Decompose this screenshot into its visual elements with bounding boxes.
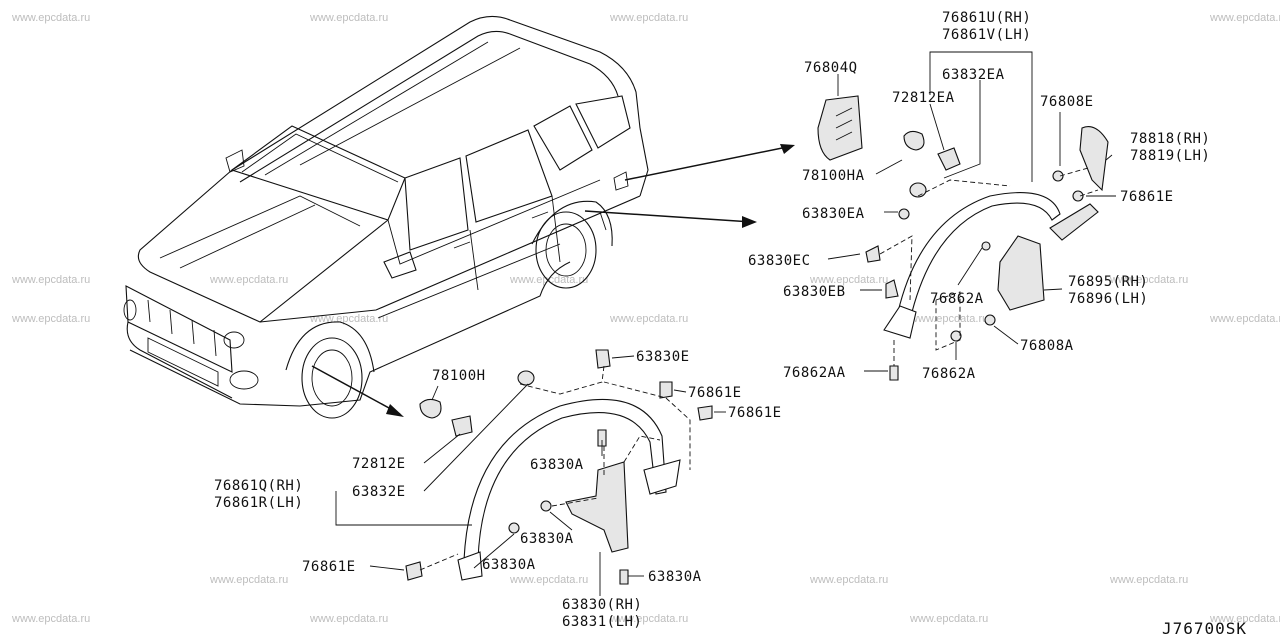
moulding-bracket bbox=[883, 305, 917, 339]
front-fender-assembly bbox=[405, 349, 713, 585]
part-label: 76861E bbox=[728, 405, 782, 421]
part-label: 76895(RH) bbox=[1068, 274, 1148, 290]
screw-fastener bbox=[508, 522, 520, 534]
watermark-text: www.epcdata.ru bbox=[1209, 613, 1280, 625]
part-labels: 76861U(RH) 76861V(LH) 63832EA 76804Q 728… bbox=[214, 10, 1210, 630]
clip-part bbox=[451, 415, 473, 437]
screw-fastener bbox=[889, 365, 899, 381]
seal-part bbox=[909, 182, 927, 198]
part-label: 76861V(LH) bbox=[942, 27, 1031, 43]
screw-fastener bbox=[981, 241, 991, 251]
grommet-part bbox=[419, 398, 442, 419]
watermark-text: www.epcdata.ru bbox=[309, 12, 388, 24]
leader-lines bbox=[335, 51, 1116, 596]
part-label: 63830A bbox=[520, 531, 574, 547]
watermark-text: www.epcdata.ru bbox=[209, 574, 288, 586]
part-label: 63830A bbox=[530, 457, 584, 473]
pointer-arrows bbox=[311, 144, 795, 417]
watermark-text: www.epcdata.ru bbox=[509, 574, 588, 586]
part-label: 76861E bbox=[302, 559, 356, 575]
watermark-text: www.epcdata.ru bbox=[809, 574, 888, 586]
diagram-code: J76700SK bbox=[1162, 619, 1247, 638]
wheel-arch-moulding bbox=[463, 399, 667, 561]
moulding-bracket bbox=[643, 459, 681, 495]
watermark-text: www.epcdata.ru bbox=[609, 12, 688, 24]
watermark-text: www.epcdata.ru bbox=[1109, 574, 1188, 586]
rear-bracket-part bbox=[1049, 203, 1099, 241]
clip-fastener bbox=[898, 208, 910, 220]
part-label: 76861U(RH) bbox=[942, 10, 1031, 26]
clip-fastener bbox=[697, 405, 713, 421]
part-label: 78818(RH) bbox=[1130, 131, 1210, 147]
vent-grille-part bbox=[817, 95, 863, 161]
part-label: 63832E bbox=[352, 484, 406, 500]
part-label: 76862A bbox=[922, 366, 976, 382]
part-label: 76862A bbox=[930, 291, 984, 307]
part-label: 76862AA bbox=[783, 365, 846, 381]
watermark-text: www.epcdata.ru bbox=[1209, 313, 1280, 325]
part-label: 63831(LH) bbox=[562, 614, 642, 630]
watermark-text: www.epcdata.ru bbox=[809, 274, 888, 286]
part-label: 63830EA bbox=[802, 206, 865, 222]
watermark-text: www.epcdata.ru bbox=[309, 313, 388, 325]
watermark-text: www.epcdata.ru bbox=[11, 613, 90, 625]
watermark-text: www.epcdata.ru bbox=[609, 613, 688, 625]
rear-fender-assembly bbox=[817, 95, 1109, 381]
watermark-text: www.epcdata.ru bbox=[509, 274, 588, 286]
part-label: 63830(RH) bbox=[562, 597, 642, 613]
part-label: 72812EA bbox=[892, 90, 955, 106]
part-label: 76808A bbox=[1020, 338, 1074, 354]
moulding-bracket bbox=[457, 551, 483, 581]
part-label: 76861R(LH) bbox=[214, 495, 303, 511]
screw-fastener bbox=[540, 500, 552, 512]
part-label: 63830EC bbox=[748, 253, 811, 269]
watermark-text: www.epcdata.ru bbox=[11, 12, 90, 24]
clip-fastener bbox=[405, 561, 423, 581]
part-label: 63830E bbox=[636, 349, 690, 365]
watermark-text: www.epcdata.ru bbox=[609, 313, 688, 325]
watermark-text: www.epcdata.ru bbox=[1209, 12, 1280, 24]
part-label: 76861Q(RH) bbox=[214, 478, 303, 494]
clip-fastener bbox=[865, 245, 881, 263]
watermarks: www.epcdata.ru www.epcdata.ru www.epcdat… bbox=[11, 12, 1280, 625]
clip-fastener bbox=[659, 381, 673, 399]
bracket-part bbox=[1079, 126, 1109, 192]
part-label: 72812E bbox=[352, 456, 406, 472]
part-label: 76896(LH) bbox=[1068, 291, 1148, 307]
clip-fastener bbox=[595, 349, 611, 369]
part-label: 76808E bbox=[1040, 94, 1094, 110]
clip-fastener bbox=[885, 279, 899, 299]
screw-fastener bbox=[597, 429, 607, 447]
part-label: 76861E bbox=[1120, 189, 1174, 205]
part-label: 63830A bbox=[482, 557, 536, 573]
part-label: 63830EB bbox=[783, 284, 846, 300]
watermark-text: www.epcdata.ru bbox=[11, 313, 90, 325]
screw-fastener bbox=[950, 330, 962, 342]
watermark-text: www.epcdata.ru bbox=[209, 274, 288, 286]
screw-fastener bbox=[619, 569, 629, 585]
part-label: 63830A bbox=[648, 569, 702, 585]
part-label: 76804Q bbox=[804, 60, 858, 76]
clip-part bbox=[937, 147, 961, 171]
watermark-text: www.epcdata.ru bbox=[909, 613, 988, 625]
wheel-arch-moulding bbox=[897, 192, 1061, 313]
seal-part bbox=[517, 370, 535, 386]
part-label: 76861E bbox=[688, 385, 742, 401]
watermark-text: www.epcdata.ru bbox=[909, 313, 988, 325]
part-label: 63832EA bbox=[942, 67, 1005, 83]
clip-fastener bbox=[1072, 190, 1084, 202]
watermark-text: www.epcdata.ru bbox=[309, 613, 388, 625]
clip-fastener bbox=[1052, 170, 1064, 182]
watermark-text: www.epcdata.ru bbox=[11, 274, 90, 286]
mudguard-part bbox=[565, 461, 629, 553]
mudguard-part bbox=[997, 235, 1045, 311]
part-label: 78819(LH) bbox=[1130, 148, 1210, 164]
suv-vehicle-drawing bbox=[123, 15, 649, 419]
watermark-text: www.epcdata.ru bbox=[1109, 274, 1188, 286]
part-label: 78100H bbox=[432, 368, 486, 384]
part-label: 78100HA bbox=[802, 168, 865, 184]
screw-fastener bbox=[984, 314, 996, 326]
grommet-part bbox=[903, 130, 925, 151]
